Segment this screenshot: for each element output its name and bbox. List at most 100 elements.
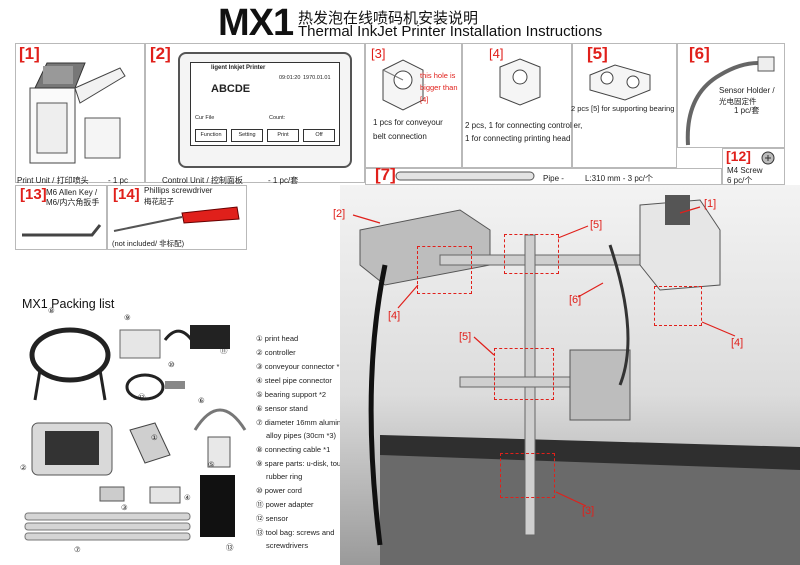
highlight-box-3	[500, 453, 555, 498]
part-13-caption-cn: M6/内六角扳手	[46, 198, 100, 207]
installation-photo	[340, 185, 800, 565]
part-tag-14: [14]	[113, 186, 140, 203]
sensor-holder-drawing	[685, 56, 775, 146]
marker-6: ⑥	[198, 396, 205, 405]
part-tag-5: [5]	[587, 44, 608, 63]
part-2-caption: Control Unit / 控制面板	[162, 176, 243, 185]
control-unit-drawing: ligent Inkjet Printer 09:01:20 1970.01.0…	[178, 52, 352, 168]
legend-item-9-cont: rubber ring	[266, 472, 303, 481]
legend-item-2: ② controller	[256, 348, 296, 357]
photo-label-4b: [4]	[731, 337, 744, 349]
photo-label-4a: [4]	[388, 310, 401, 322]
photo-label-5b: [5]	[459, 331, 472, 343]
marker-7: ⑦	[74, 545, 81, 554]
photo-label-5a: [5]	[590, 219, 603, 231]
part-3-note: this hole is bigger than [4]	[420, 71, 458, 104]
highlight-box-5a	[504, 234, 559, 274]
part-cell-3	[365, 43, 462, 168]
pipe-connector-drawing	[499, 58, 541, 106]
part-14-caption-cn: 梅花起子	[144, 197, 174, 206]
legend-item-8: ⑧ connecting cable *1	[256, 445, 331, 454]
marker-8: ⑧	[48, 306, 55, 315]
marker-5: ⑤	[208, 460, 215, 469]
marker-4: ④	[184, 493, 191, 502]
marker-10: ⑩	[168, 360, 175, 369]
controller-screen: ligent Inkjet Printer 09:01:20 1970.01.0…	[190, 62, 340, 146]
legend-item-10: ⑩ power cord	[256, 486, 302, 495]
conveyor-connector-drawing	[382, 59, 424, 111]
legend-item-11: ⑪ power adapter	[256, 500, 314, 509]
part-tag-6: [6]	[689, 44, 710, 63]
part-6-qty: 1 pc/套	[734, 106, 760, 115]
screen-button-off: Off	[303, 129, 335, 142]
screen-time: 09:01:20	[279, 75, 301, 81]
pipe-drawing	[395, 171, 535, 181]
legend-item-9: ⑨ spare parts: u-disk, touch pen,	[256, 459, 366, 468]
screwdriver-drawing	[113, 206, 240, 232]
photo-label-1: [1]	[704, 198, 717, 210]
part-3-line2: belt connection	[373, 132, 427, 141]
part-12-caption: M4 Screw	[727, 166, 763, 175]
part-12-qty: 6 pc/个	[727, 176, 753, 185]
photo-label-2: [2]	[333, 208, 346, 220]
photo-label-3: [3]	[582, 505, 595, 517]
marker-1: ①	[151, 433, 158, 442]
part-5-line1: 2 pcs [5] for supporting bearing	[571, 104, 675, 113]
legend-item-4: ④ steel pipe connector	[256, 376, 332, 385]
screen-button-setting: Setting	[231, 129, 263, 142]
part-tag-1: [1]	[19, 44, 40, 63]
marker-3: ③	[121, 503, 128, 512]
marker-13: ⑬	[226, 543, 234, 552]
legend-item-7-cont: alloy pipes (30cm *3)	[266, 431, 337, 440]
legend-item-7: ⑦ diameter 16mm aluminum	[256, 418, 352, 427]
title-english: Thermal InkJet Printer Installation Inst…	[298, 23, 603, 40]
screen-date: 1970.01.01	[303, 75, 331, 81]
legend-item-12: ⑫ sensor	[256, 514, 289, 523]
part-7-caption: Pipe -	[543, 174, 564, 183]
screen-button-print: Print	[267, 129, 299, 142]
part-4-line1: 2 pcs, 1 for connecting controller,	[465, 121, 583, 130]
part-6-caption-cn: 光电固定件	[719, 97, 757, 106]
installation-drawing	[359, 195, 800, 565]
marker-12: ⑫	[138, 393, 146, 402]
part-2-qty: - 1 pc/套	[268, 176, 299, 185]
screen-sample-text: ABCDE	[211, 83, 251, 95]
model-title: MX1	[218, 2, 294, 44]
legend-item-1: ① print head	[256, 334, 299, 343]
part-cell-4	[462, 43, 572, 168]
part-1-caption: Print Unit / 打印喷头	[17, 176, 89, 185]
packing-list-title: MX1 Packing list	[22, 297, 115, 311]
screen-button-function: Function	[195, 129, 227, 142]
packing-legend: ① print head ② controller ③ conveyour co…	[256, 334, 374, 551]
screen-title: ligent Inkjet Printer	[211, 65, 266, 71]
bearing-support-drawing	[589, 64, 651, 101]
legend-item-5: ⑤ bearing support *2	[256, 390, 327, 399]
part-tag-4: [4]	[489, 46, 504, 61]
part-tag-3: [3]	[371, 46, 386, 61]
screen-count-label: Count:	[269, 115, 286, 121]
part-3-line1: 1 pcs for conveyour	[373, 118, 443, 127]
legend-item-13: ⑬ tool bag: screws and	[256, 528, 335, 537]
print-unit-drawing	[29, 62, 126, 164]
part-cell-7	[365, 168, 722, 185]
part-cell-13	[15, 185, 107, 250]
highlight-box-5b	[494, 348, 554, 400]
part-13-caption: M6 Allen Key /	[46, 188, 98, 197]
part-4-line2: 1 for connecting printing head	[465, 134, 571, 143]
part-cell-14	[107, 185, 247, 250]
part-14-note: (not included/ 非标配)	[112, 239, 185, 248]
part-cell-5	[572, 43, 677, 168]
marker-2: ②	[20, 463, 27, 472]
marker-11: ⑪	[220, 346, 228, 355]
legend-item-3: ③ conveyour connector *1	[256, 362, 344, 371]
packing-items-drawing	[24, 325, 247, 541]
part-tag-7: [7]	[375, 165, 396, 184]
marker-9: ⑨	[124, 313, 131, 322]
part-tag-13: [13]	[20, 186, 47, 203]
part-7-qty: L:310 mm - 3 pc/个	[585, 174, 654, 183]
part-cell-2	[145, 43, 365, 183]
part-1-qty: - 1 pc	[108, 176, 129, 185]
legend-item-13-cont: screwdrivers	[266, 541, 309, 550]
allen-key-drawing	[22, 224, 102, 237]
